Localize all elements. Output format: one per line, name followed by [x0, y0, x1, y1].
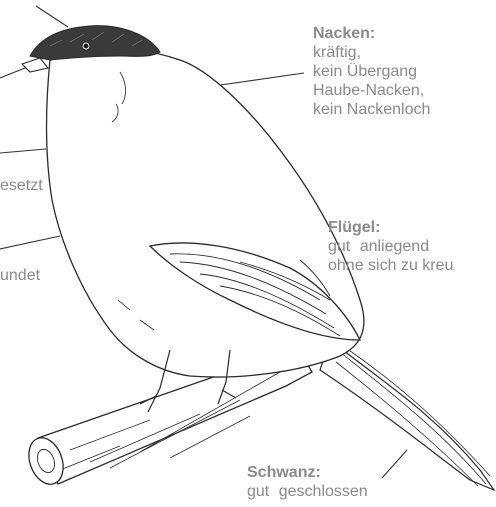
leader-line-left-lower	[0, 236, 60, 249]
label-schwanz-line-1: gut geschlossen	[247, 482, 368, 501]
crest	[30, 26, 160, 60]
label-schwanz-heading: Schwanz:	[247, 463, 368, 482]
label-fluegel-line-2: ohne sich zu kreu	[328, 256, 453, 275]
label-nacken-line-1: kräftig,	[313, 43, 430, 62]
label-fluegel-heading: Flügel:	[328, 218, 453, 237]
label-nacken-heading: Nacken:	[313, 24, 430, 43]
leader-line-left-upper	[0, 149, 46, 153]
label-nacken-line-3: Haube-Nacken,	[313, 81, 430, 100]
beak	[22, 58, 48, 72]
label-left-lower-fragment: undet	[0, 266, 40, 285]
label-fluegel-line-1: gut anliegend	[328, 237, 453, 256]
leader-line-crest	[36, 6, 68, 27]
label-nacken-line-2: kein Übergang	[313, 62, 430, 81]
label-nacken-line-4: kein Nackenloch	[313, 100, 430, 119]
leader-line-schwanz	[382, 450, 407, 478]
label-nacken: Nacken: kräftig, kein Übergang Haube-Nac…	[313, 24, 430, 119]
label-schwanz: Schwanz: gut geschlossen	[247, 463, 368, 501]
eye-pupil	[84, 44, 88, 48]
label-left-upper-fragment: esetzt	[0, 176, 43, 195]
label-fluegel: Flügel: gut anliegend ohne sich zu kreu	[328, 218, 453, 275]
